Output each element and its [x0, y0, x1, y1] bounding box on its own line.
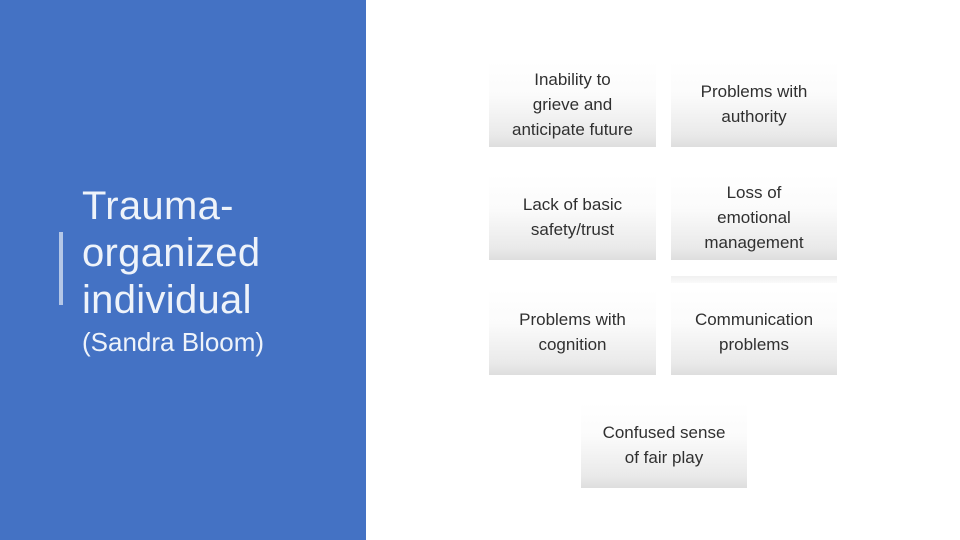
box-text-line: cognition [538, 335, 607, 354]
smartart-box-communication-problems: Communication problems [671, 289, 837, 375]
slide-title-line: individual [82, 278, 252, 322]
box-text: Problems with authority [701, 79, 808, 129]
box-text-line: management [704, 232, 804, 252]
box-text: Inability to grieve and anticipate futur… [512, 67, 633, 142]
box-text: Problems with cognition [519, 307, 626, 357]
accent-bar [59, 232, 63, 305]
title-panel: Trauma- organized individual (Sandra Blo… [0, 0, 366, 540]
smartart-box-lack-of-basic-safety: Lack of basic safety/trust [489, 174, 656, 260]
slide-subtitle: (Sandra Bloom) [82, 327, 265, 357]
box-text-line: anticipate future [512, 119, 633, 139]
box-text-line: Lack of basic [522, 195, 623, 214]
box-text-line: emotional [717, 207, 791, 227]
box-text-line: Inability to [534, 69, 611, 89]
box-text-line: authority [721, 107, 787, 126]
box-text-line: Communication [694, 310, 814, 329]
box-text-line: of fair play [624, 448, 704, 467]
box-text: Communication problems [695, 307, 813, 357]
smartart-box-problems-with-authority: Problems with authority [671, 61, 837, 147]
box-text-line: Problems with [700, 82, 808, 101]
smartart-box-loss-of-emotional-management: Loss of emotional management [671, 174, 837, 260]
box-text-line: Problems with [519, 310, 626, 329]
box-text: Lack of basic safety/trust [523, 192, 622, 242]
slide-title-line: organized [82, 231, 261, 275]
slide-title-line: Trauma- [82, 184, 234, 228]
smartart-box-problems-with-cognition: Problems with cognition [489, 289, 656, 375]
smartart-box-confused-sense-of-fair-play: Confused sense of fair play [581, 402, 747, 488]
box-text-line: problems [719, 335, 789, 354]
box-text-line: Confused sense [602, 423, 726, 442]
box-text: Confused sense of fair play [603, 420, 726, 470]
smartart-box-inability-to-grieve: Inability to grieve and anticipate futur… [489, 61, 656, 147]
box-text-line: grieve and [532, 94, 613, 114]
box-text-line: Loss of [726, 182, 782, 202]
box-text: Loss of emotional management [704, 180, 803, 255]
box-reflection [671, 276, 837, 283]
slide-title: Trauma- organized individual [82, 183, 357, 324]
box-text-line: safety/trust [530, 220, 615, 239]
